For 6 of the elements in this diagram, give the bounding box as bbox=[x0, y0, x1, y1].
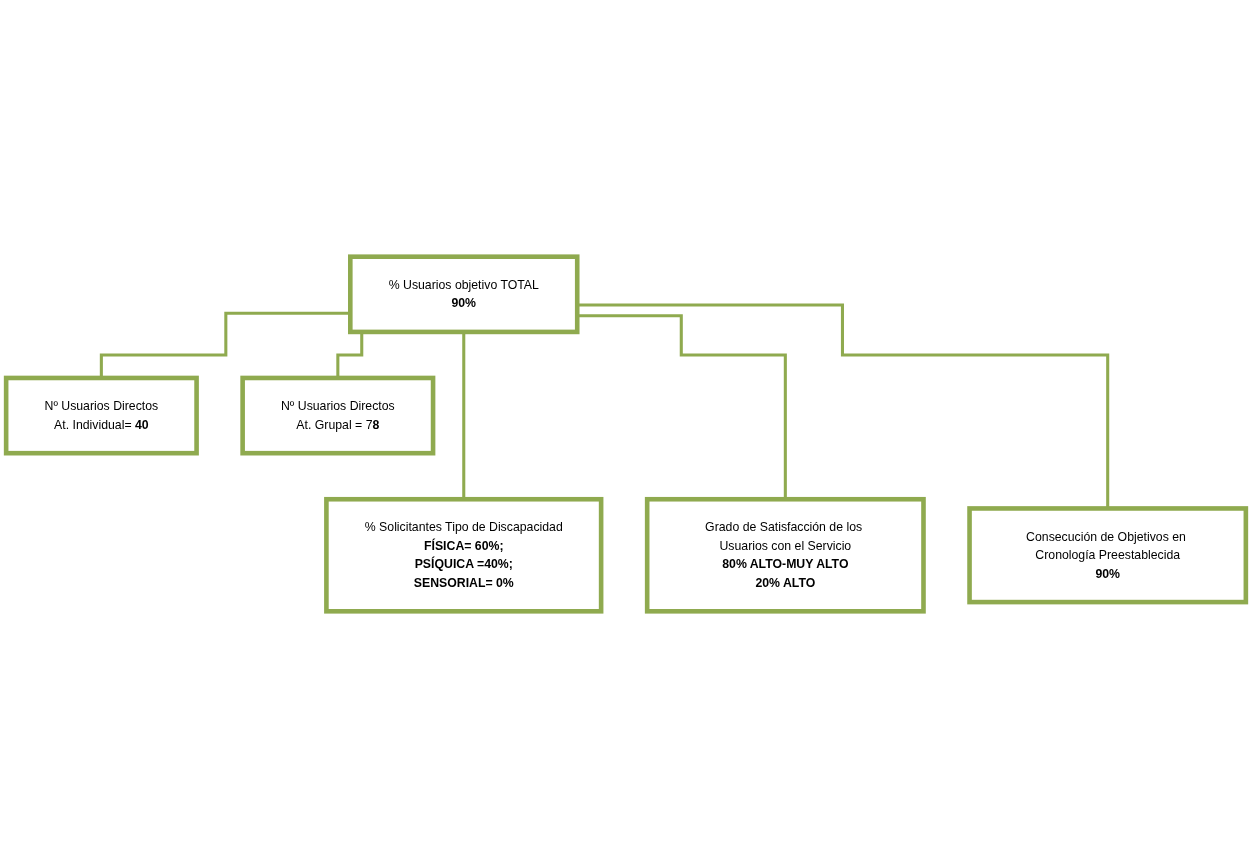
node-box: Grado de Satisfacción de los Usuarios con el Servicio 80% ALTO-MUY ALTO 20% ALTO bbox=[644, 496, 926, 614]
node-box: Nº Usuarios Directos At. Grupal = 78 bbox=[240, 375, 436, 456]
node-box: Nº Usuarios Directos At. Individual= 40 bbox=[3, 375, 199, 456]
node-box: Consecución de Objetivos en Cronología Preestablecida 90% bbox=[967, 506, 1249, 605]
node-box: % Usuarios objetivo TOTAL 90% bbox=[348, 254, 580, 335]
node-box: % Solicitantes Tipo de Discapacidad FÍSICA= 60%; PSÍQUICA =40%; SENSORIAL= 0% bbox=[324, 496, 604, 614]
